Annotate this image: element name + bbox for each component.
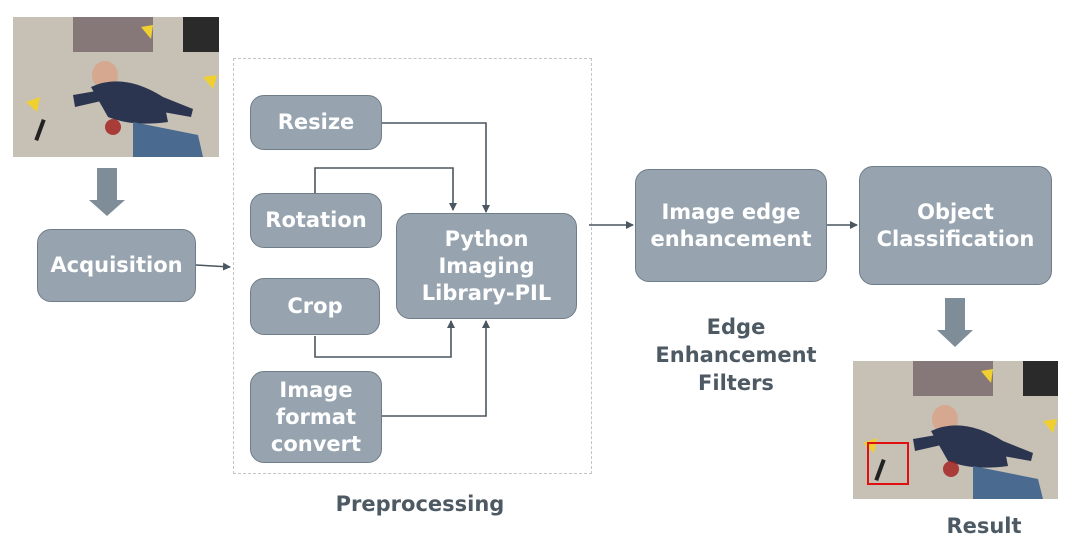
crop-box: Crop	[250, 278, 380, 335]
image-format-convert-line-1: Image	[279, 377, 353, 402]
edge-enhancement-line-2: enhancement	[650, 226, 812, 251]
arrow-crop-to-pil	[314, 320, 455, 358]
down-block-arrow-acquisition	[89, 168, 125, 216]
acquisition-box: Acquisition	[37, 229, 196, 302]
edge-filters-line-1: Edge	[706, 315, 766, 339]
pil-line-3: Library-PIL	[421, 280, 552, 305]
pil-line-2: Imaging	[438, 253, 535, 278]
down-block-arrow-result	[937, 298, 973, 347]
object-classification-box: Object Classification	[859, 166, 1052, 285]
result-caption-text: Result	[946, 514, 1022, 538]
crime-scene-illustration	[13, 17, 219, 157]
result-crime-scene-photo	[853, 361, 1058, 499]
pil-box: Python Imaging Library-PIL	[396, 213, 577, 319]
crop-label: Crop	[287, 294, 343, 318]
preprocessing-caption-text: Preprocessing	[335, 492, 505, 516]
rotation-box: Rotation	[250, 193, 382, 248]
edge-filters-line-3: Filters	[698, 371, 774, 395]
arrow-format-convert-to-pil	[382, 320, 490, 417]
arrow-rotation-to-pil	[314, 167, 457, 211]
edge-filters-line-2: Enhancement	[655, 343, 817, 367]
arrow-resize-to-pil	[382, 122, 490, 213]
object-classification-line-2: Classification	[876, 226, 1035, 251]
edge-enhancement-line-1: Image edge	[661, 199, 801, 224]
object-classification-line-1: Object	[917, 199, 994, 224]
arrow-acquisition-to-preprocessing	[195, 262, 231, 271]
acquisition-label: Acquisition	[50, 253, 183, 277]
image-format-convert-line-2: format	[275, 404, 356, 429]
preprocessing-group	[233, 58, 592, 474]
edge-filters-caption: Edge Enhancement Filters	[630, 313, 842, 397]
preprocessing-caption: Preprocessing	[233, 490, 607, 518]
detection-bounding-box	[867, 442, 909, 485]
resize-label: Resize	[277, 110, 355, 134]
resize-box: Resize	[250, 95, 382, 150]
result-caption: Result	[904, 512, 1064, 540]
image-format-convert-line-3: convert	[270, 431, 362, 456]
rotation-label: Rotation	[265, 208, 367, 232]
edge-enhancement-box: Image edge enhancement	[635, 169, 827, 282]
input-crime-scene-photo	[13, 17, 219, 157]
pil-line-1: Python	[444, 226, 529, 251]
image-format-convert-box: Image format convert	[250, 371, 382, 463]
crime-scene-illustration	[853, 361, 1058, 499]
